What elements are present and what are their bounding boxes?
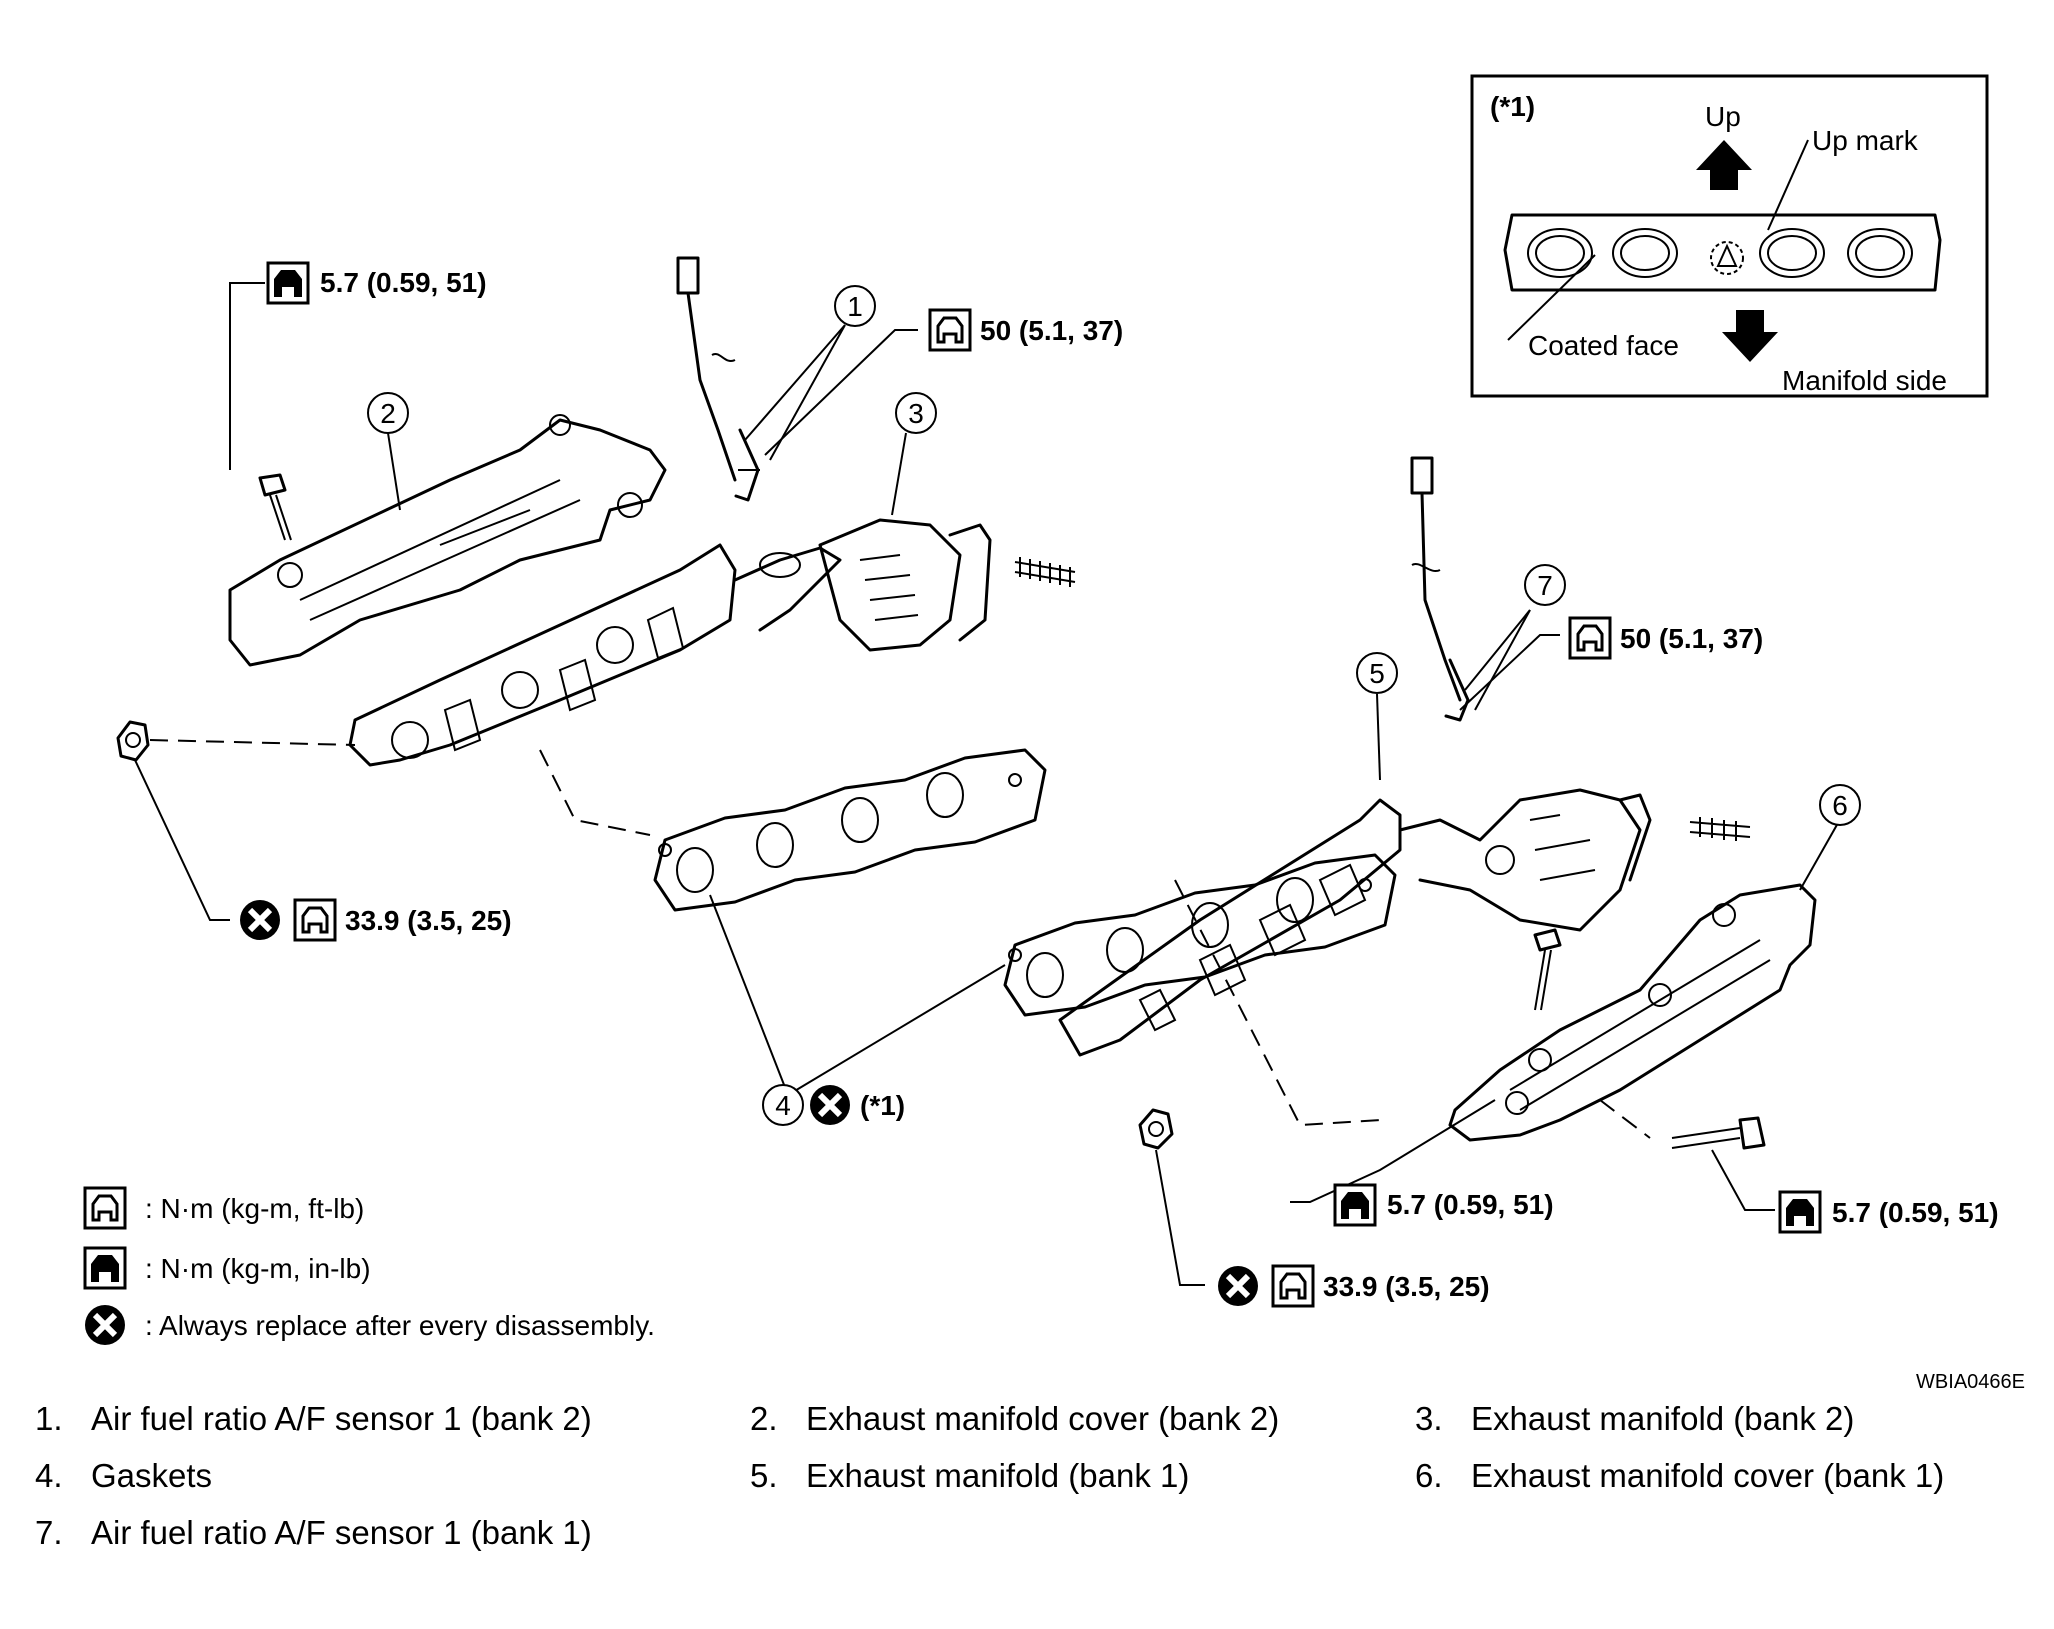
callout-3: 3 (895, 392, 937, 434)
torque-ftlb-icon (928, 308, 972, 352)
svg-text:2: 2 (380, 398, 396, 429)
nut-right (1138, 1108, 1174, 1150)
manifold-bank2 (348, 518, 992, 767)
nut-left (116, 720, 150, 762)
stud-bank2 (1014, 557, 1076, 587)
inset-up-mark-label: Up mark (1812, 125, 1919, 156)
list-item: 6.Exhaust manifold cover (bank 1) (1415, 1457, 1945, 1494)
svg-text:50 (5.1, 37): 50 (5.1, 37) (1620, 623, 1763, 654)
callout-2: 2 (367, 392, 409, 434)
up-arrow-icon (1696, 140, 1752, 190)
inset-gasket (1503, 213, 1942, 292)
figure-code: WBIA0466E (1916, 1371, 2025, 1393)
inset-manifold-side-label: Manifold side (1782, 365, 1947, 396)
svg-text:7: 7 (1537, 570, 1553, 601)
svg-text:: N·m (kg-m, ft-lb): : N·m (kg-m, ft-lb) (145, 1193, 364, 1224)
torque-ftlb-icon (1271, 1264, 1315, 1308)
callout-6: 6 (1819, 784, 1861, 826)
manifold-cover-bank2 (228, 414, 667, 667)
legend-replace: : Always replace after every disassembly… (85, 1305, 655, 1345)
legend-inlb: : N·m (kg-m, in-lb) (83, 1246, 371, 1290)
callout-7: 7 (1524, 564, 1566, 606)
replace-icon (1218, 1266, 1258, 1306)
list-item: 3.Exhaust manifold (bank 2) (1415, 1400, 1855, 1437)
replace-icon (810, 1085, 850, 1125)
bolt-cover-bank1 (1671, 1116, 1766, 1150)
inset-ref: (*1) (1490, 91, 1535, 122)
svg-text:3: 3 (908, 398, 924, 429)
torque-inlb-icon (1333, 1183, 1377, 1227)
torque-ftlb-icon (293, 898, 337, 942)
svg-text:5.7 (0.59, 51): 5.7 (0.59, 51) (1832, 1197, 1999, 1228)
torque-inlb-icon (266, 261, 310, 305)
callout-1: 1 (834, 285, 876, 327)
svg-text:33.9 (3.5, 25): 33.9 (3.5, 25) (1323, 1271, 1490, 1302)
list-item: 1.Air fuel ratio A/F sensor 1 (bank 2) (35, 1400, 592, 1437)
torque-nut-right: 33.9 (3.5, 25) (1218, 1266, 1490, 1306)
sensor-bank2 (676, 256, 760, 502)
svg-text:6: 6 (1832, 790, 1848, 821)
gasket-bank1 (1003, 853, 1397, 1017)
inset-up-label: Up (1705, 101, 1741, 132)
stud-bank1 (1689, 817, 1751, 841)
list-item: 5.Exhaust manifold (bank 1) (750, 1457, 1190, 1494)
svg-text:5.7 (0.59, 51): 5.7 (0.59, 51) (320, 267, 487, 298)
replace-icon (85, 1305, 125, 1345)
symbol-legend: : N·m (kg-m, ft-lb) : N·m (kg-m, in-lb) … (83, 1186, 655, 1345)
svg-text:5.7 (0.59, 51): 5.7 (0.59, 51) (1387, 1189, 1554, 1220)
svg-text:50 (5.1, 37): 50 (5.1, 37) (980, 315, 1123, 346)
torque-inlb-icon (1778, 1190, 1822, 1234)
manifold-bank1 (1058, 788, 1652, 1057)
svg-text:5: 5 (1369, 658, 1385, 689)
inset-gasket-orientation: (*1) Up Up mark Coated face Manifold sid… (1470, 74, 1989, 398)
list-item: 2.Exhaust manifold cover (bank 2) (750, 1400, 1280, 1437)
gasket-bank2 (653, 748, 1047, 912)
inset-coated-face-label: Coated face (1528, 330, 1679, 361)
torque-mid-bolt: 5.7 (0.59, 51) (1333, 1183, 1554, 1227)
replace-icon (240, 900, 280, 940)
torque-sensor-bank2: 50 (5.1, 37) (928, 308, 1123, 352)
bolt-cover-bank2 (258, 473, 292, 541)
svg-text:33.9 (3.5, 25): 33.9 (3.5, 25) (345, 905, 512, 936)
leader-lines (134, 282, 1839, 1286)
torque-ftlb-icon (1568, 616, 1612, 660)
torque-sensor-bank1: 50 (5.1, 37) (1568, 616, 1763, 660)
callout-4: 4 (*1) (762, 1085, 905, 1125)
list-item: 7.Air fuel ratio A/F sensor 1 (bank 1) (35, 1514, 592, 1551)
torque-inlb-icon (83, 1246, 127, 1290)
callout-4-ref: (*1) (860, 1090, 905, 1121)
svg-text:4: 4 (775, 1090, 791, 1121)
torque-ftlb-icon (83, 1186, 127, 1230)
torque-cover-bank2-bolt: 5.7 (0.59, 51) (266, 261, 487, 305)
bolt-mid (1533, 928, 1562, 1011)
torque-nut-left: 33.9 (3.5, 25) (240, 900, 512, 940)
sensor-bank1 (1410, 456, 1470, 722)
svg-text:: N·m (kg-m, in-lb): : N·m (kg-m, in-lb) (145, 1253, 371, 1284)
list-item: 4.Gaskets (35, 1457, 213, 1494)
manifold-cover-bank1 (1448, 883, 1817, 1142)
svg-text:1: 1 (847, 291, 863, 322)
down-arrow-icon (1722, 310, 1778, 362)
callout-5: 5 (1356, 652, 1398, 694)
torque-cover-bank1-bolt: 5.7 (0.59, 51) (1778, 1190, 1999, 1234)
svg-text:: Always replace after every d: : Always replace after every disassembly… (145, 1310, 655, 1341)
legend-ftlb: : N·m (kg-m, ft-lb) (83, 1186, 364, 1230)
